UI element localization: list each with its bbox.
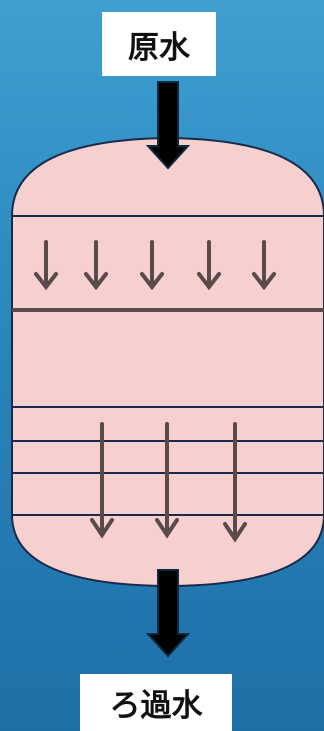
- upper-flow-arrows: [34, 240, 276, 291]
- flow-arrow: [84, 240, 108, 291]
- filtered-water-label: ろ過水: [80, 674, 232, 731]
- flow-arrow: [197, 240, 221, 291]
- flow-arrow: [140, 240, 164, 291]
- flow-arrow: [155, 422, 179, 539]
- raw-water-label: 原水: [102, 12, 216, 76]
- flow-arrow: [252, 240, 276, 291]
- flow-arrow: [90, 422, 114, 539]
- inlet-arrow: [145, 81, 191, 170]
- lower-flow-arrows: [90, 422, 247, 543]
- outlet-arrow: [145, 569, 191, 658]
- flow-arrow: [34, 240, 58, 291]
- flow-arrow: [223, 422, 247, 543]
